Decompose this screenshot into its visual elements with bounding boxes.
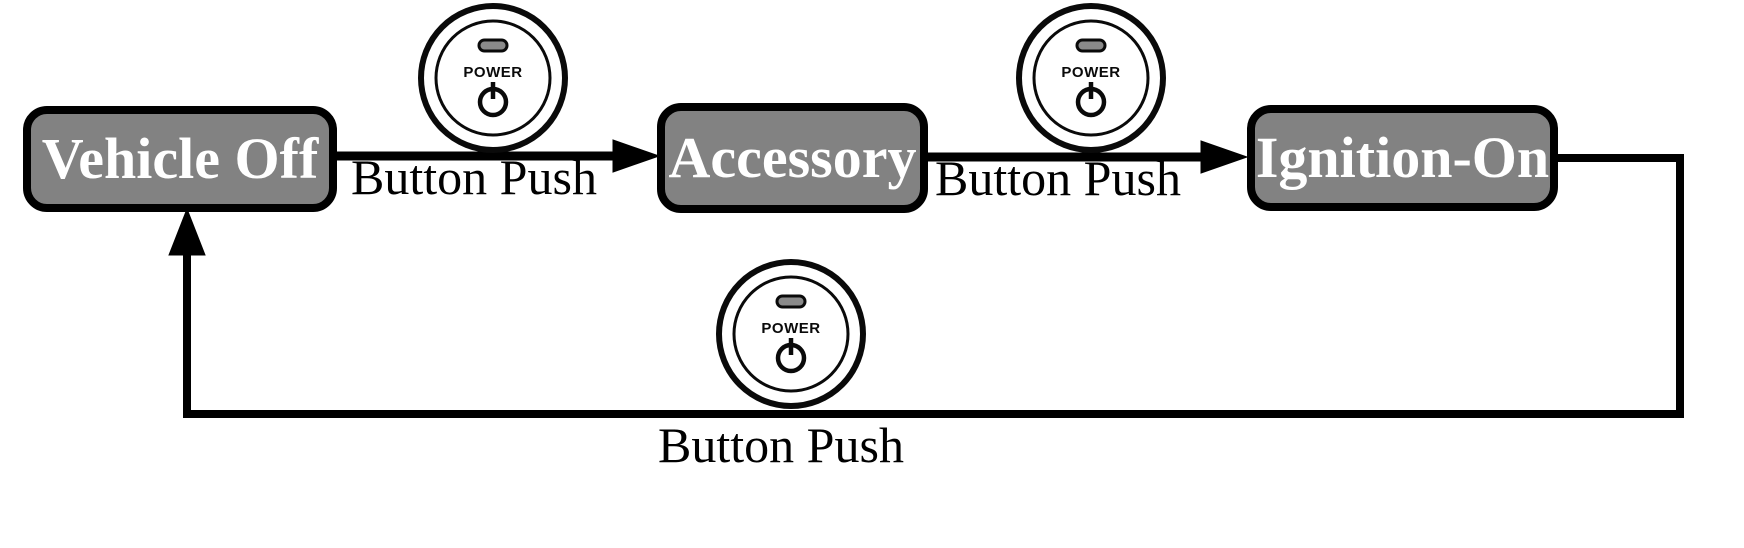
power-symbol-icon [775, 338, 807, 374]
arrow-vehicle-off-to-accessory [330, 139, 661, 173]
power-button-icon: POWER [418, 3, 568, 153]
state-accessory: Accessory [657, 103, 928, 213]
power-symbol-icon [1075, 82, 1107, 118]
state-vehicle-off-label: Vehicle Off [41, 126, 319, 191]
power-button-label: POWER [761, 320, 820, 337]
state-ignition-on: Ignition-On [1247, 105, 1558, 211]
power-button-label: POWER [1061, 64, 1120, 81]
power-button-icon: POWER [1016, 3, 1166, 153]
arrow-accessory-to-ignition-on [923, 140, 1249, 174]
power-led-indicator [1075, 38, 1107, 53]
transition-label-ignition-on-to-vehicle-off: Button Push [658, 417, 904, 473]
state-ignition-on-label: Ignition-On [1255, 125, 1550, 190]
power-led-indicator [477, 38, 509, 53]
transition-label-accessory-to-ignition-on: Button Push [935, 150, 1181, 206]
state-vehicle-off: Vehicle Off [23, 106, 337, 212]
state-accessory-label: Accessory [668, 125, 917, 190]
power-symbol-icon [477, 82, 509, 118]
power-led-indicator [775, 294, 807, 309]
power-button-icon: POWER [716, 259, 866, 409]
arrow-ignition-on-to-vehicle-off [168, 154, 1684, 418]
transition-label-vehicle-off-to-accessory: Button Push [351, 149, 597, 205]
power-button-label: POWER [463, 64, 522, 81]
